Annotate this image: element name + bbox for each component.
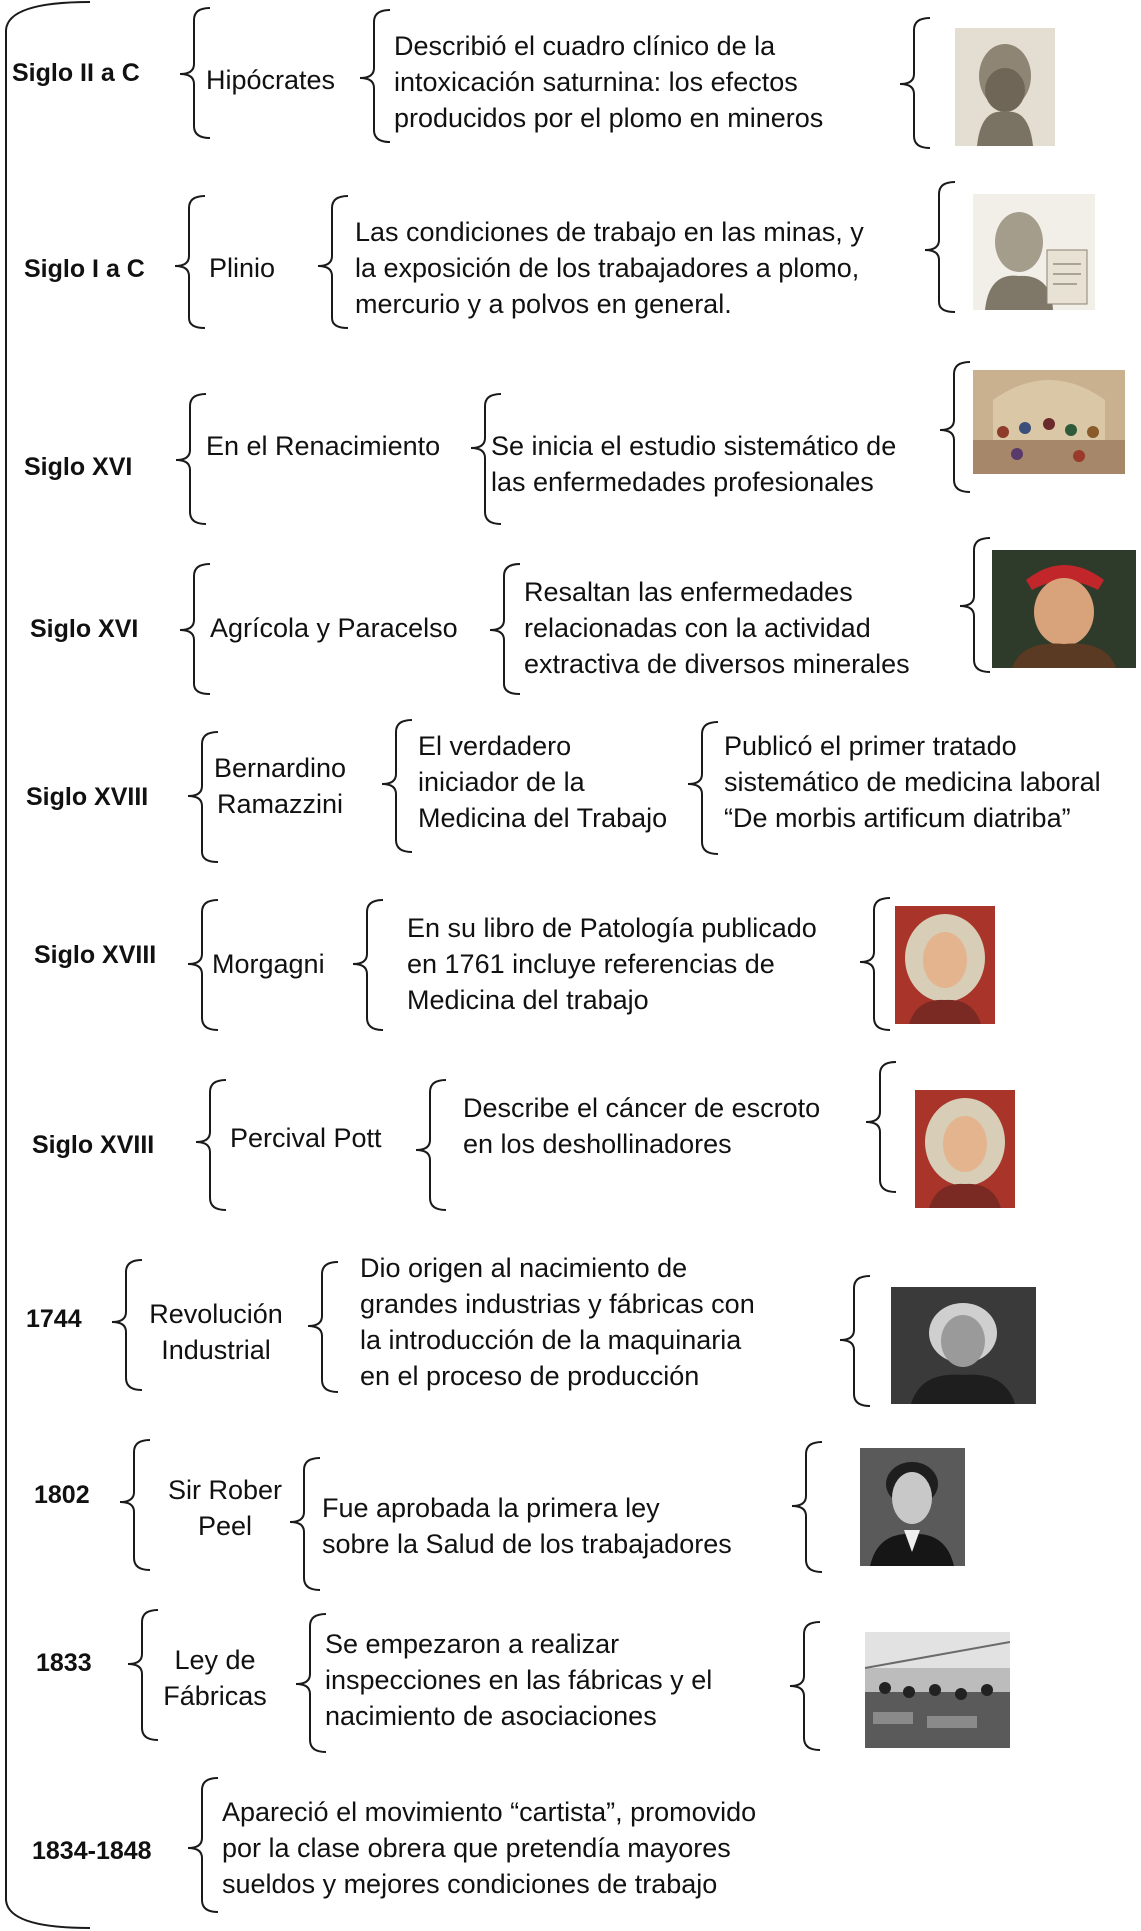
subject-label: En el Renacimiento	[206, 431, 441, 461]
description-text: Fue aprobada la primera ley sobre la Sal…	[322, 1493, 732, 1559]
subject-label: Morgagni	[212, 949, 325, 979]
subject-label: Agrícola y Paracelso	[210, 613, 458, 643]
era-label: Siglo XVIII	[32, 1131, 155, 1159]
era-label: Siglo II a C	[12, 59, 140, 87]
subject-label: Ley de Fábricas	[163, 1645, 267, 1711]
era-label: Siglo I a C	[24, 255, 145, 283]
subject-label: Bernardino Ramazzini	[213, 753, 347, 819]
description-text: El verdadero iniciador de la Medicina de…	[418, 731, 668, 833]
description-text: Apareció el movimiento “cartista”, promo…	[222, 1797, 757, 1899]
fresco-icon	[973, 370, 1125, 474]
subject-label: Sir Rober Peel	[167, 1475, 283, 1541]
robert-peel-portrait-image	[860, 1448, 965, 1566]
era-label: Siglo XVI	[30, 615, 139, 643]
description-text: En su libro de Patología publicado en 17…	[407, 913, 817, 1015]
subject-label: Hipócrates	[206, 65, 336, 95]
description-text: Las condiciones de trabajo en las minas,…	[355, 217, 864, 319]
era-label: 1744	[26, 1305, 82, 1333]
paracelsus-portrait-image	[992, 550, 1136, 668]
era-label: Siglo XVIII	[34, 941, 157, 969]
era-label: 1802	[34, 1481, 90, 1509]
publication-text: Publicó el primer tratado sistemático de…	[724, 731, 1101, 833]
portrait-icon	[860, 1448, 965, 1566]
factory-workers-image	[865, 1632, 1010, 1748]
percival-pott-portrait-image	[915, 1090, 1015, 1208]
description-text: Se empezaron a realizar inspecciones en …	[325, 1629, 713, 1731]
era-label: 1834-1848	[32, 1837, 152, 1865]
portrait-icon	[992, 550, 1136, 668]
description-text: Dio origen al nacimiento de grandes indu…	[360, 1253, 755, 1391]
hippocrates-bust-image	[955, 28, 1055, 146]
pliny-engraving-image	[973, 194, 1095, 310]
engraving-icon	[973, 194, 1095, 310]
renaissance-fresco-image	[973, 370, 1125, 474]
portrait-icon	[895, 906, 995, 1024]
bust-icon	[955, 28, 1055, 146]
subject-label: Percival Pott	[230, 1123, 382, 1153]
morgagni-portrait-image	[895, 906, 995, 1024]
description-text: Describió el cuadro clínico de la intoxi…	[394, 31, 824, 133]
factory-icon	[865, 1632, 1010, 1748]
description-text: Se inicia el estudio sistemático de las …	[491, 431, 897, 497]
portrait-icon	[915, 1090, 1015, 1208]
description-text: Describe el cáncer de escroto en los des…	[463, 1093, 821, 1159]
gentleman-portrait-image	[891, 1287, 1036, 1404]
description-text: Resaltan las enfermedades relacionadas c…	[524, 577, 910, 679]
era-label: Siglo XVI	[24, 453, 133, 481]
era-label: 1833	[36, 1649, 92, 1677]
portrait-icon	[891, 1287, 1036, 1404]
subject-label: Revolución Industrial	[149, 1299, 283, 1365]
era-label: Siglo XVIII	[26, 783, 149, 811]
subject-label: Plinio	[209, 253, 276, 283]
